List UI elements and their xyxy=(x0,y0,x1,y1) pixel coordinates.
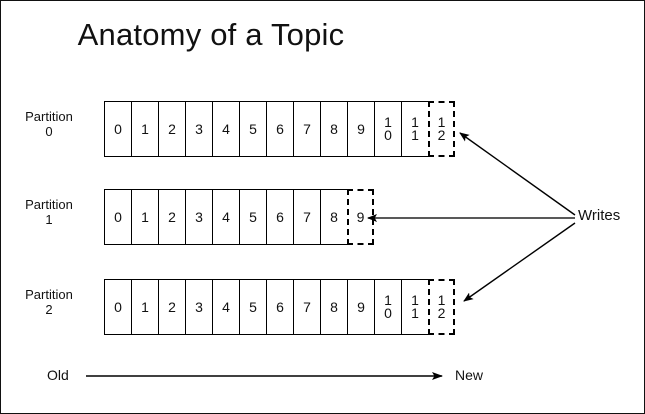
log-segment-cell[interactable]: 1 xyxy=(131,279,158,335)
cell-value: 2 xyxy=(168,298,176,315)
log-segment-cell[interactable]: 1 xyxy=(131,189,158,245)
writes-label: Writes xyxy=(578,207,621,224)
log-segment-cell[interactable]: 4 xyxy=(212,279,239,335)
cell-value: 8 xyxy=(330,120,338,137)
partition-row: Partition 1 0 1 2 3 4 5 6 7 8 9 xyxy=(1,189,381,245)
log-segment-cell[interactable]: 3 xyxy=(185,101,212,157)
cell-value: 3 xyxy=(195,120,203,137)
axis-label-new: New xyxy=(455,367,484,383)
log-segment-cell[interactable]: 8 xyxy=(320,189,347,245)
log-segment-cell[interactable]: 5 xyxy=(239,189,266,245)
log-segment-cell[interactable]: 4 xyxy=(212,189,239,245)
log-segment-cell-pending[interactable]: 9 xyxy=(347,189,374,245)
partition-label-name: Partition xyxy=(25,287,73,302)
cell-value: 9 xyxy=(357,298,365,315)
log-segment-cell[interactable]: 0 xyxy=(104,101,131,157)
log-segment-cell[interactable]: 2 xyxy=(158,279,185,335)
cell-value: 7 xyxy=(303,298,311,315)
cell-value: 3 xyxy=(195,298,203,315)
log-segment-cell[interactable]: 3 xyxy=(185,189,212,245)
axis-label-old: Old xyxy=(47,367,69,383)
log-segment-cell[interactable]: 7 xyxy=(293,189,320,245)
partition-label: Partition 0 xyxy=(1,109,97,139)
cell-value: 5 xyxy=(249,120,257,137)
cell-value: 4 xyxy=(222,120,230,137)
cell-value: 8 xyxy=(330,298,338,315)
cell-value: 6 xyxy=(276,120,284,137)
partition-label: Partition 2 xyxy=(1,287,97,317)
partition-label: Partition 1 xyxy=(1,197,97,227)
log-segment-cell[interactable]: 7 xyxy=(293,101,320,157)
log-segment-cell[interactable]: 2 xyxy=(158,101,185,157)
cell-value: 8 xyxy=(330,208,338,225)
cell-value: 9 xyxy=(356,208,365,225)
write-arrow-partition-0 xyxy=(459,132,576,216)
log-segment-cell[interactable]: 5 xyxy=(239,279,266,335)
log-segment-cell[interactable]: 3 xyxy=(185,279,212,335)
cell-value: 2 xyxy=(168,120,176,137)
cell-value: 1 xyxy=(141,298,149,315)
page-title: Anatomy of a Topic xyxy=(77,17,345,52)
log-segment-cell[interactable]: 6 xyxy=(266,279,293,335)
cell-value: 7 xyxy=(303,208,311,225)
cell-value: 7 xyxy=(303,120,311,137)
cell-value: 4 xyxy=(222,208,230,225)
cell-value: 0 xyxy=(114,298,122,315)
cell-value: 2 xyxy=(168,208,176,225)
partition-label-name: Partition xyxy=(25,109,73,124)
log-segment-cell[interactable]: 5 xyxy=(239,101,266,157)
log-segment-cell[interactable]: 7 xyxy=(293,279,320,335)
write-arrow-partition-2 xyxy=(463,222,576,302)
log-segment-cell[interactable]: 8 xyxy=(320,279,347,335)
log-segment-cell[interactable]: 0 xyxy=(104,189,131,245)
cell-value: 5 xyxy=(249,208,257,225)
cell-value: 1 xyxy=(141,120,149,137)
log-segment-cell[interactable]: 4 xyxy=(212,101,239,157)
partition-label-index: 0 xyxy=(45,124,53,139)
partition-label-name: Partition xyxy=(25,197,73,212)
partition-label-index: 1 xyxy=(45,212,53,227)
partition-label-index: 2 xyxy=(45,302,53,317)
cell-value: 5 xyxy=(249,298,257,315)
partition-cells: 0 1 2 3 4 5 6 7 8 9 xyxy=(104,189,374,245)
log-segment-cell[interactable]: 8 xyxy=(320,101,347,157)
log-segment-cell[interactable]: 9 xyxy=(347,279,374,335)
log-segment-cell[interactable]: 0 xyxy=(104,279,131,335)
cell-value: 4 xyxy=(222,298,230,315)
log-segment-cell[interactable]: 6 xyxy=(266,189,293,245)
log-segment-cell[interactable]: 6 xyxy=(266,101,293,157)
log-segment-cell[interactable]: 1 xyxy=(131,101,158,157)
log-segment-cell[interactable]: 9 xyxy=(347,101,374,157)
log-segment-cell[interactable]: 2 xyxy=(158,189,185,245)
cell-value: 6 xyxy=(276,208,284,225)
cell-value: 0 xyxy=(114,208,122,225)
cell-value: 9 xyxy=(357,120,365,137)
cell-value: 6 xyxy=(276,298,284,315)
cell-value: 3 xyxy=(195,208,203,225)
cell-value: 1 xyxy=(141,208,149,225)
cell-value: 0 xyxy=(114,120,122,137)
